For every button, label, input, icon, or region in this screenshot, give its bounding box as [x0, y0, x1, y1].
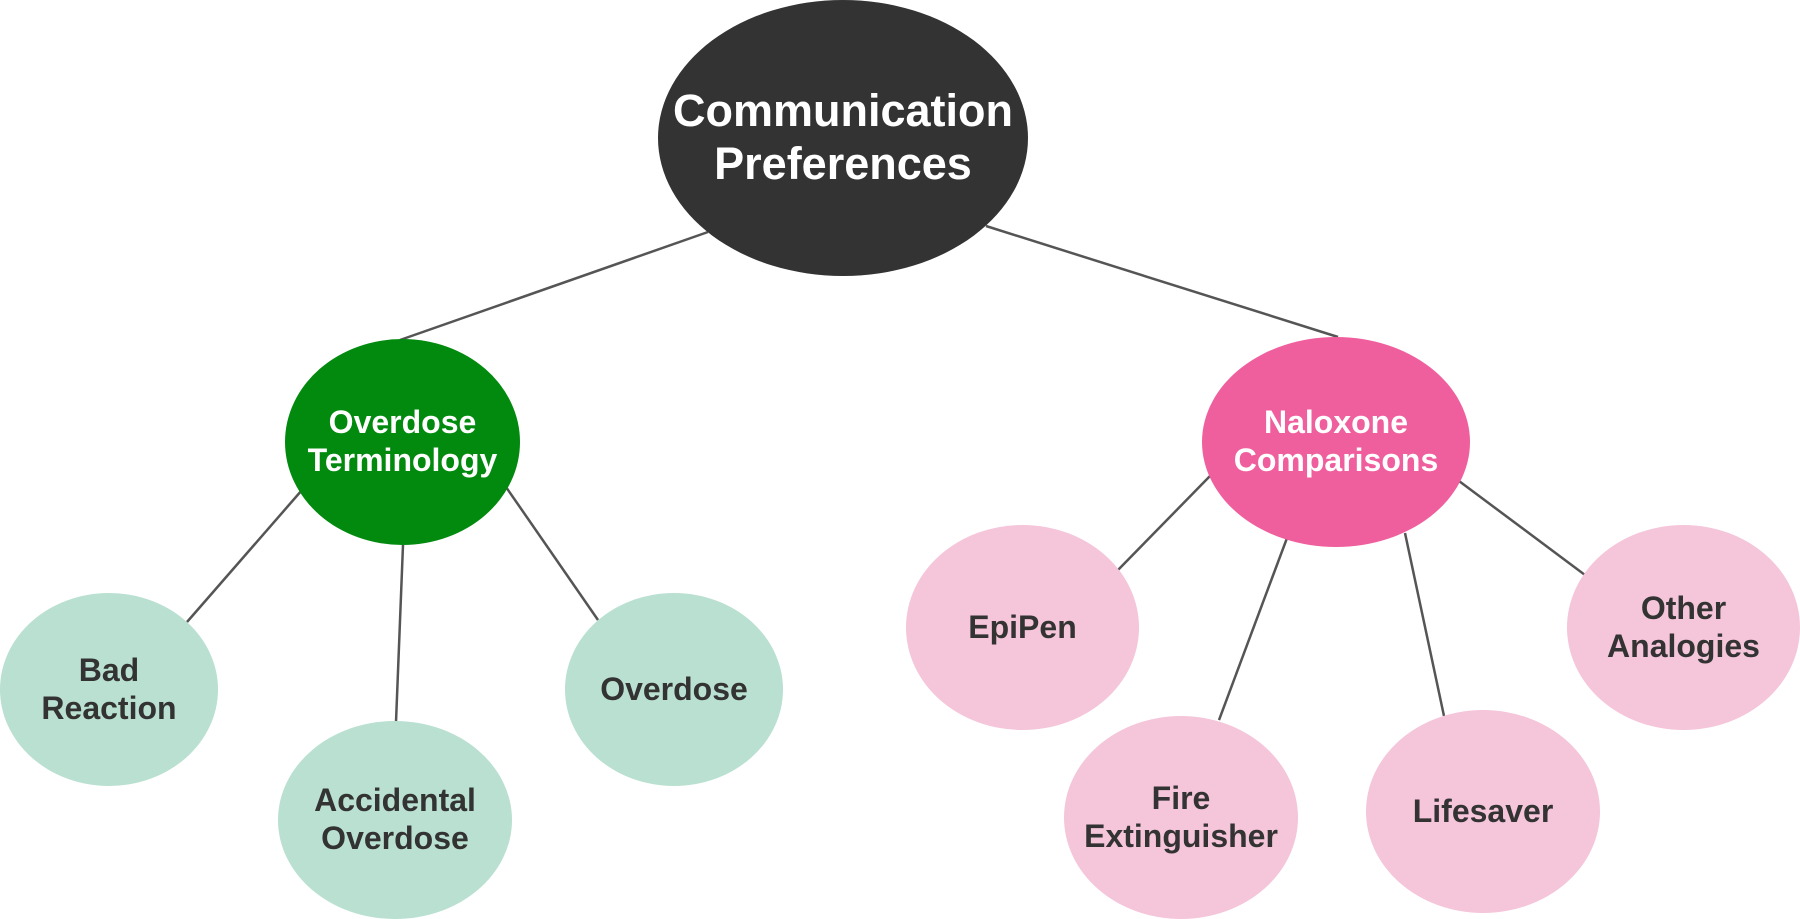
node-fire-extinguisher: Fire Extinguisher	[1064, 716, 1298, 919]
edge-naloxone-comparisons-to-lifesaver	[1403, 532, 1446, 717]
node-overdose-terminology: Overdose Terminology	[285, 339, 520, 545]
node-epipen-label: EpiPen	[968, 608, 1077, 645]
node-naloxone-comparisons-label: Naloxone Comparisons	[1233, 404, 1439, 478]
node-other-analogies-label: Other Analogies	[1607, 589, 1760, 664]
edge-overdose-terminology-to-overdose	[504, 486, 600, 621]
edge-naloxone-comparisons-to-other-analogies	[1458, 479, 1586, 577]
edge-overdose-terminology-to-bad-reaction	[186, 489, 303, 623]
node-fire-extinguisher-label: Fire Extinguisher	[1084, 779, 1278, 854]
root-node-label: Communication Preferences	[672, 85, 1013, 189]
node-naloxone-comparisons: Naloxone Comparisons	[1202, 337, 1470, 547]
node-bad-reaction-label: Bad Reaction	[41, 651, 177, 726]
edge-naloxone-comparisons-to-fire-extinguisher	[1217, 537, 1289, 721]
node-overdose-label: Overdose	[600, 670, 748, 707]
node-accidental-overdose: Accidental Overdose	[278, 721, 512, 919]
edge-root-to-naloxone-comparisons	[985, 224, 1339, 339]
node-other-analogies: Other Analogies	[1567, 525, 1800, 730]
edge-naloxone-comparisons-to-epipen	[1117, 475, 1211, 571]
node-bad-reaction: Bad Reaction	[0, 593, 218, 786]
edge-root-to-overdose-terminology	[399, 230, 709, 342]
node-lifesaver: Lifesaver	[1366, 710, 1600, 913]
node-accidental-overdose-label: Accidental Overdose	[314, 782, 476, 856]
node-epipen: EpiPen	[906, 525, 1139, 730]
node-overdose-terminology-label: Overdose Terminology	[307, 404, 498, 478]
node-lifesaver-label: Lifesaver	[1412, 792, 1554, 829]
node-overdose: Overdose	[565, 593, 783, 786]
root-node-communication-preferences: Communication Preferences	[658, 0, 1028, 276]
edge-overdose-terminology-to-accidental-overdose	[394, 544, 405, 723]
